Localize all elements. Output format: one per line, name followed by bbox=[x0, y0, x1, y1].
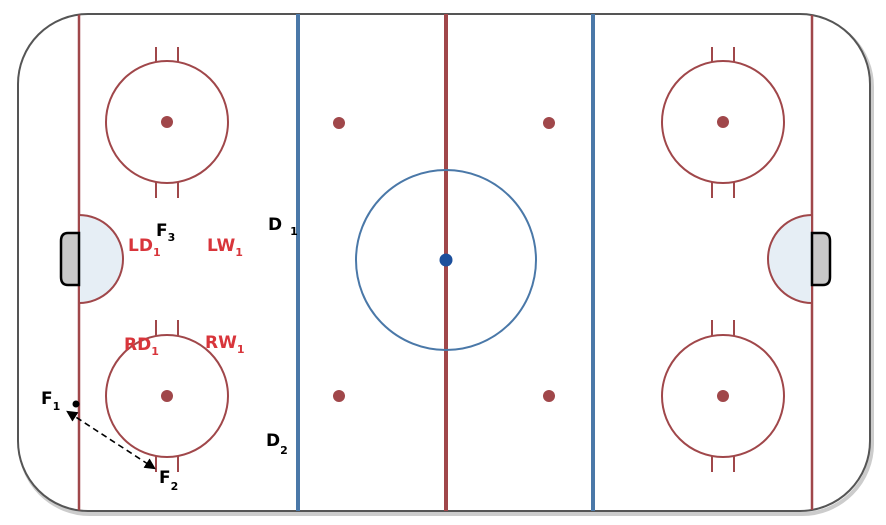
right-bottom-faceoff-circle bbox=[661, 320, 785, 472]
left-top-faceoff-dot bbox=[161, 116, 173, 128]
right-goal-crease bbox=[767, 213, 813, 305]
f1-f2-pass-arrow bbox=[66, 410, 156, 470]
left-bottom-faceoff-dot bbox=[161, 390, 173, 402]
left-bottom-faceoff-circle bbox=[105, 320, 229, 472]
right-bottom-faceoff-dot bbox=[717, 390, 729, 402]
label-ld1: LD1 bbox=[128, 236, 161, 259]
left-top-faceoff-circle bbox=[105, 47, 229, 198]
neutral-dot-bottom-left bbox=[333, 390, 345, 402]
left-goal-net bbox=[59, 231, 81, 287]
left-goal-crease bbox=[78, 213, 124, 305]
center-faceoff-circle bbox=[355, 169, 537, 351]
neutral-dot-bottom-right bbox=[543, 390, 555, 402]
label-lw1: LW1 bbox=[207, 236, 243, 259]
label-f3: F3 bbox=[156, 221, 175, 244]
right-top-faceoff-dot bbox=[717, 116, 729, 128]
neutral-dot-top-left bbox=[333, 117, 345, 129]
neutral-dot-top-right bbox=[543, 117, 555, 129]
label-rw1: RW1 bbox=[205, 333, 245, 356]
label-f2: F2 bbox=[159, 468, 178, 493]
label-f1: F1 bbox=[41, 389, 60, 413]
right-goal-net bbox=[810, 231, 832, 287]
label-d2: D2 bbox=[266, 431, 288, 457]
label-rd1: RD1 bbox=[124, 335, 159, 358]
center-faceoff-dot bbox=[439, 253, 453, 267]
f1-position-dot bbox=[72, 400, 80, 408]
right-top-faceoff-circle bbox=[661, 47, 785, 198]
